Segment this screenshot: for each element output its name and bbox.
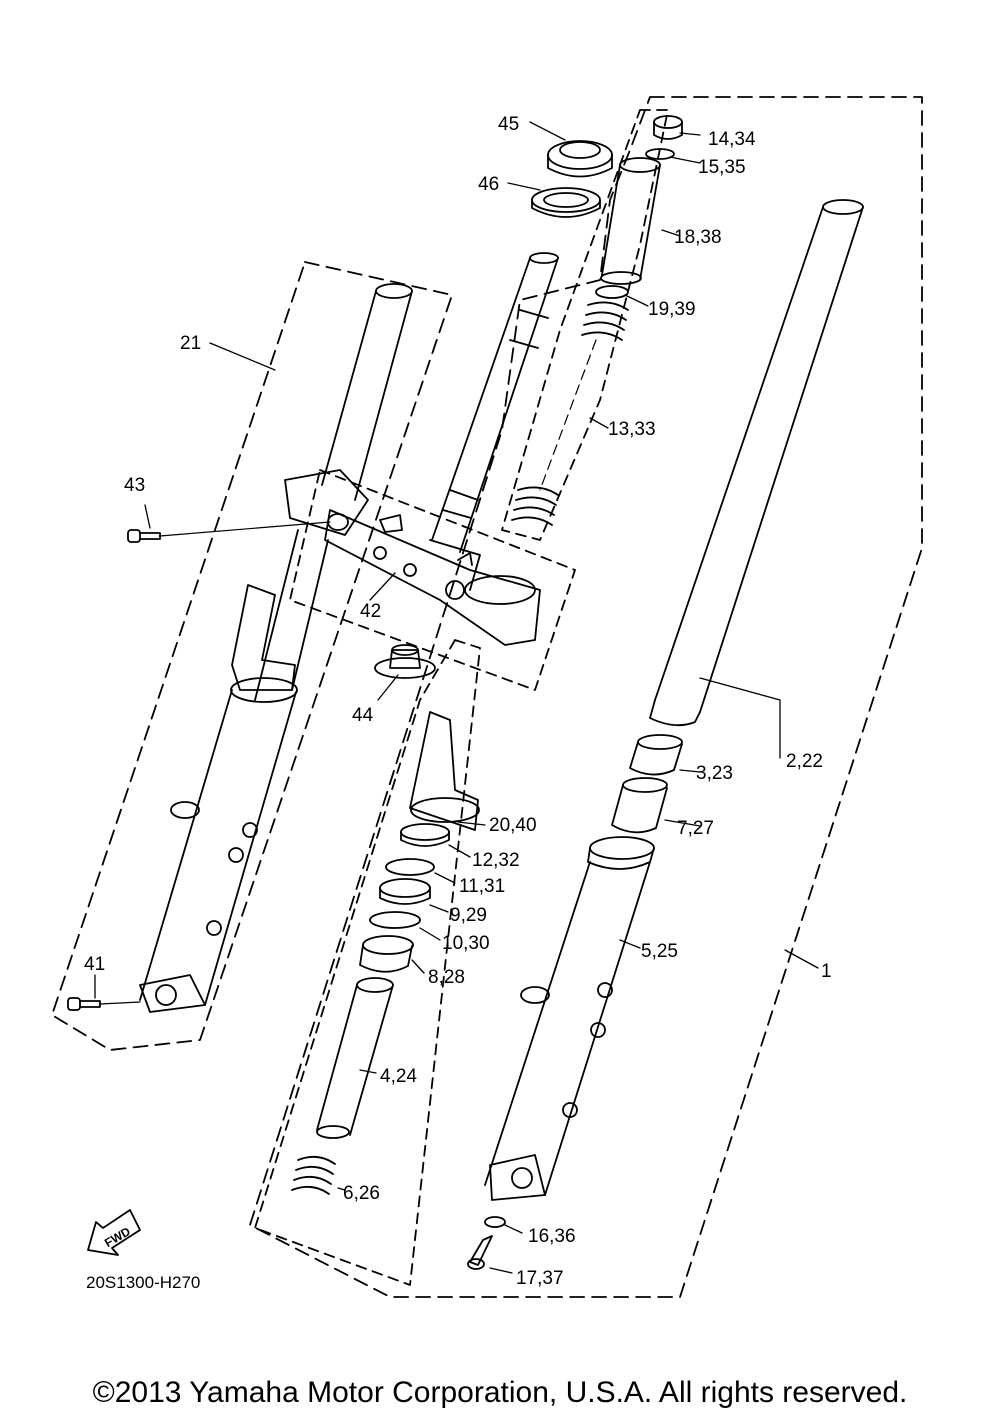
callout-41: 41 — [84, 954, 105, 975]
outer-tube-5 — [484, 836, 655, 1201]
callout-20-40: 20,40 — [489, 815, 537, 836]
callout-18-38: 18,38 — [674, 227, 722, 248]
callout-10-30: 10,30 — [442, 933, 490, 954]
assembly-13-boundary — [501, 109, 669, 541]
callout-21: 21 — [180, 333, 201, 354]
clip-11 — [385, 858, 435, 876]
bracket-group-boundary — [289, 469, 576, 691]
callout-2-22: 2,22 — [786, 751, 823, 772]
bolt-17 — [467, 1235, 493, 1270]
bolt-43 — [127, 521, 331, 543]
callout-46: 44 — [352, 705, 374, 726]
spring-6 — [291, 1155, 336, 1195]
washer-16 — [484, 1216, 506, 1228]
o-ring-15 — [645, 148, 675, 160]
nut-46 — [374, 644, 436, 679]
assembly-20-boundary — [254, 639, 481, 1286]
assembly-1-boundary — [249, 96, 923, 1298]
callout-13-33: 13,33 — [608, 419, 656, 440]
part-code: 20S1300-H270 — [86, 1273, 200, 1292]
fwd-label: FWD — [102, 1224, 133, 1250]
seal-12 — [400, 823, 450, 847]
callout-7-27: 7,27 — [677, 818, 714, 839]
fwd-arrow-icon — [87, 1209, 141, 1256]
callout-9-29: 9,29 — [450, 905, 487, 926]
leader-lines — [94, 121, 819, 1274]
left-fork-assembly — [139, 283, 413, 1013]
steering-stem — [429, 252, 559, 591]
callout-19-39: 19,39 — [648, 299, 696, 320]
bush-7 — [611, 777, 668, 834]
seal-45 — [531, 187, 601, 218]
callout-11-31: 11,31 — [459, 876, 505, 897]
callout-labels: 45 46 14,34 15,35 18,38 19,39 13,33 21 4… — [84, 114, 832, 1289]
callout-14-34: 14,34 — [708, 129, 756, 150]
callout-42: 42 — [360, 601, 381, 622]
seal-9 — [379, 878, 431, 905]
callout-44: 45 — [498, 114, 519, 135]
callout-6-26: 6,26 — [343, 1183, 380, 1204]
callout-43: 43 — [124, 475, 145, 496]
assembly-21-boundary — [51, 261, 453, 1051]
cap-bolt-14 — [653, 115, 683, 140]
bolt-41 — [67, 997, 141, 1011]
callout-1: 1 — [821, 961, 832, 982]
copyright-notice: ©2013 Yamaha Motor Corporation, U.S.A. A… — [92, 1376, 908, 1409]
under-bracket — [324, 509, 541, 646]
bearing-44 — [547, 140, 613, 178]
callout-12-32: 12,32 — [472, 850, 520, 871]
cover-20 — [409, 711, 480, 831]
spacer-18 — [600, 157, 661, 285]
callout-15-35: 15,35 — [698, 157, 746, 178]
bush-8 — [359, 935, 414, 973]
callout-17-37: 17,37 — [516, 1268, 564, 1289]
callout-16-36: 16,36 — [528, 1226, 576, 1247]
bush-3 — [629, 734, 683, 776]
callout-4-24: 4,24 — [380, 1066, 417, 1087]
inner-tube-2 — [649, 199, 864, 727]
washer-10 — [369, 911, 421, 929]
callout-45: 46 — [478, 174, 499, 195]
damper-rod-4 — [316, 977, 394, 1139]
washer-19 — [595, 285, 629, 299]
callout-3-23: 3,23 — [696, 763, 733, 784]
callout-8-28: 8,28 — [428, 967, 465, 988]
callout-5-25: 5,25 — [641, 941, 678, 962]
spring-13 — [511, 301, 629, 526]
